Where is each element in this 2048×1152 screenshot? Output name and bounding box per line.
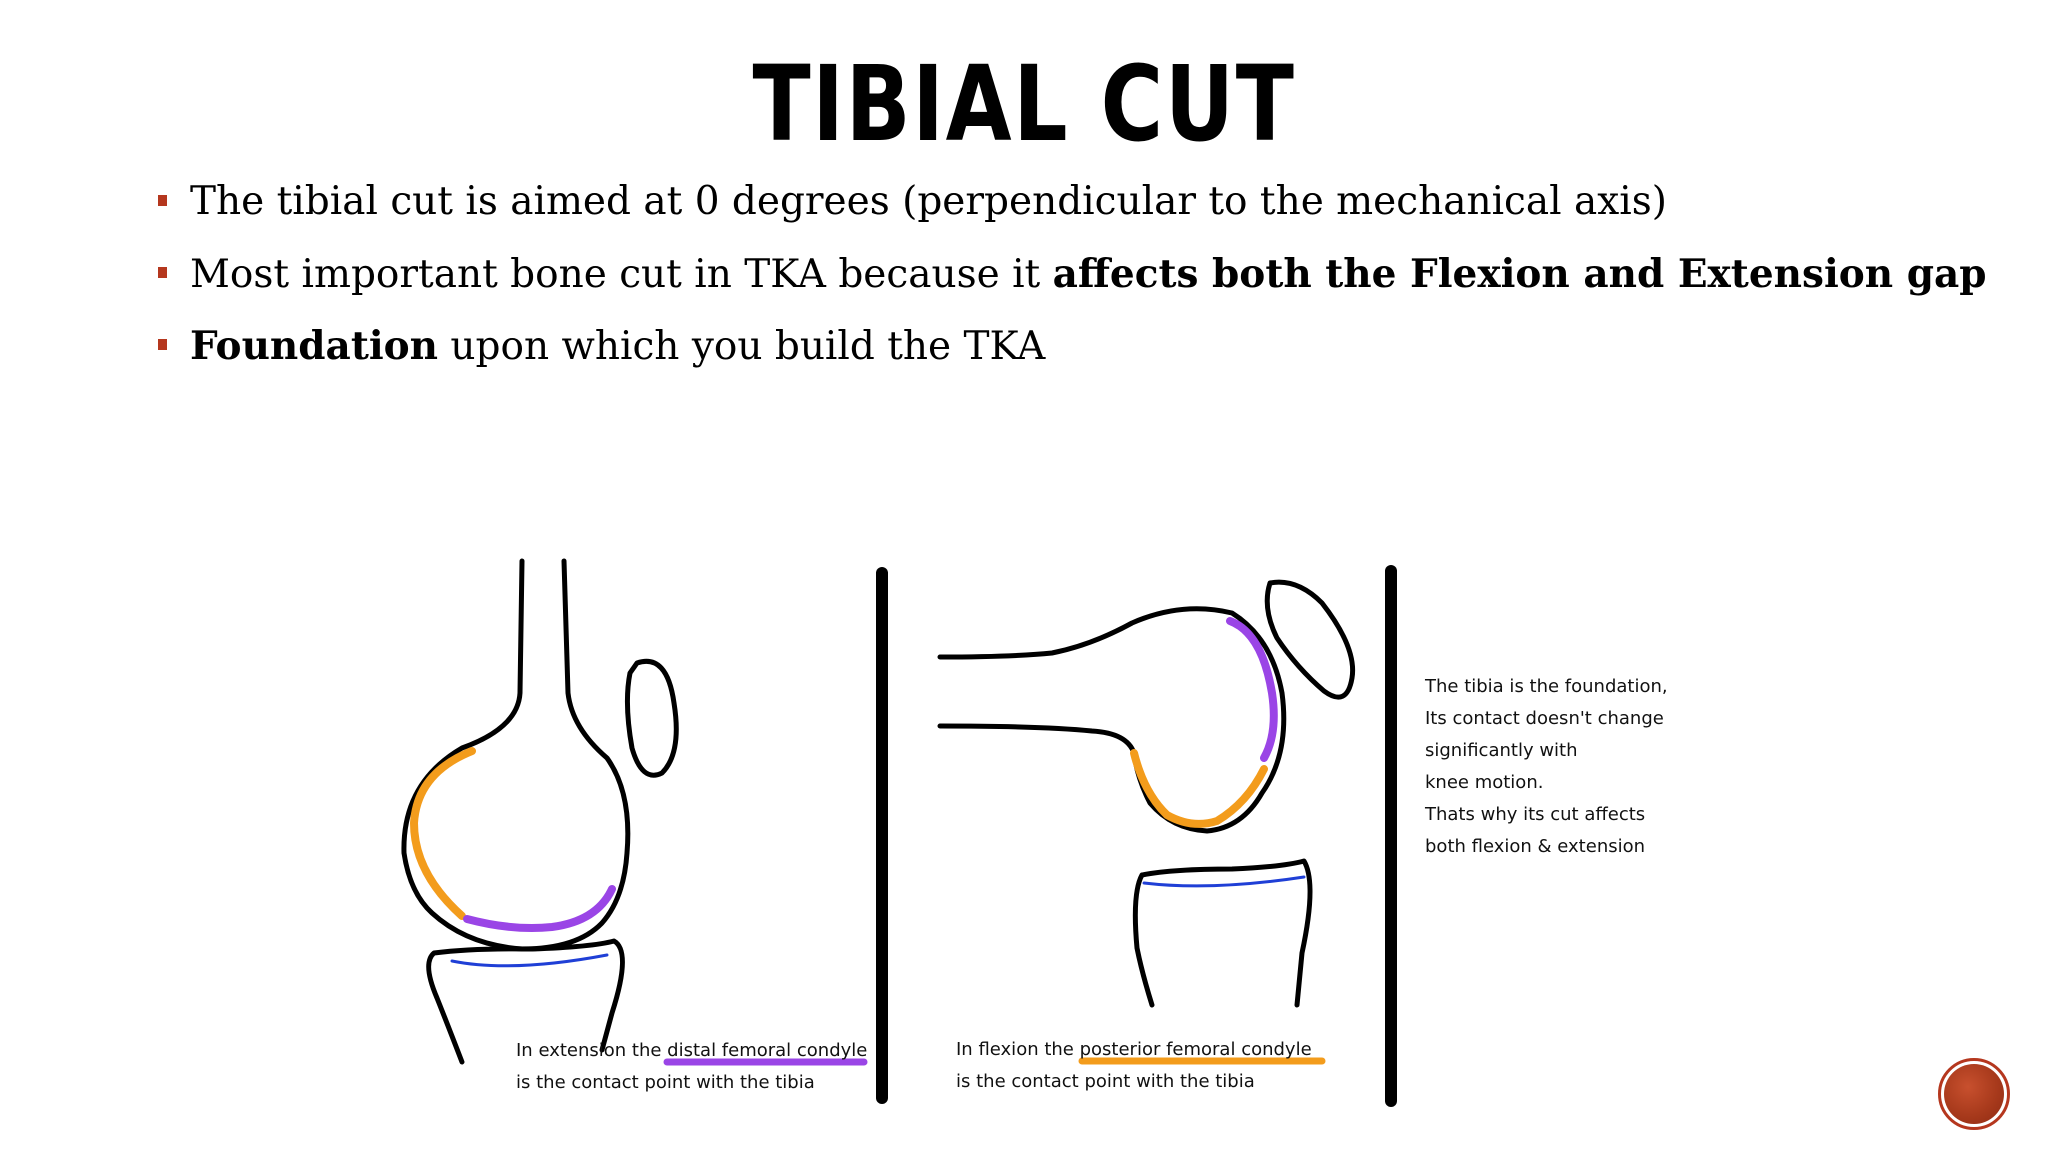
extension-patella-outline — [627, 661, 676, 775]
side-note-line: Its contact doesn't change — [1425, 703, 1668, 735]
slide-title: TIBIAL CUT — [184, 52, 1863, 156]
flexion-tibial-surface — [1144, 877, 1304, 886]
bullet-text-segment: The tibial cut is aimed at 0 degrees (pe… — [190, 179, 1667, 224]
extension-caption-prefix: In extension the — [516, 1040, 667, 1061]
bullet-square-icon — [158, 339, 167, 350]
extension-tibial-surface — [452, 955, 607, 966]
flexion-caption-highlight: posterior femoral condyle — [1080, 1039, 1312, 1060]
extension-caption-line1: In extension the distal femoral condyle — [516, 1035, 867, 1067]
extension-caption: In extension the distal femoral condyle … — [516, 1035, 867, 1099]
side-note-line: Thats why its cut affects — [1425, 799, 1668, 831]
bullet-square-icon — [158, 267, 167, 278]
flexion-caption-line2: is the contact point with the tibia — [956, 1066, 1312, 1098]
flexion-caption-line1: In flexion the posterior femoral condyle — [956, 1034, 1312, 1066]
flexion-distal-condyle — [1230, 621, 1274, 758]
extension-caption-line2: is the contact point with the tibia — [516, 1067, 867, 1099]
extension-anterior-condyle — [414, 751, 472, 916]
flexion-caption-prefix: In flexion the — [956, 1039, 1080, 1060]
bullet-square-icon — [158, 195, 167, 206]
circle-button-icon — [1944, 1064, 2004, 1124]
bullet-text-bold: affects both the Flexion and Extension g… — [1053, 251, 1987, 297]
knee-diagram: In extension the distal femoral condyle … — [392, 553, 1664, 1128]
side-note-line: The tibia is the foundation, — [1425, 671, 1668, 703]
slide-nav-button[interactable] — [1938, 1058, 2010, 1130]
bullet-text-segment: upon which you build the TKA — [438, 324, 1045, 369]
bullet-text: Most important bone cut in TKA because i… — [190, 250, 1987, 299]
side-note-line: knee motion. — [1425, 767, 1668, 799]
side-note-line: both flexion & extension — [1425, 831, 1668, 863]
bullet-text-bold: Foundation — [190, 323, 438, 369]
flexion-femur-outline — [940, 609, 1284, 831]
flexion-tibia-outline — [1135, 861, 1310, 1005]
bullet-text: Foundation upon which you build the TKA — [190, 322, 1045, 371]
side-note: The tibia is the foundation, Its contact… — [1425, 671, 1668, 863]
extension-caption-highlight: distal femoral condyle — [667, 1040, 867, 1061]
side-note-line: significantly with — [1425, 735, 1668, 767]
extension-distal-condyle — [467, 889, 612, 928]
flexion-caption: In flexion the posterior femoral condyle… — [956, 1034, 1312, 1098]
bullet-text: The tibial cut is aimed at 0 degrees (pe… — [190, 178, 1667, 226]
bullet-text-segment: Most important bone cut in TKA because i… — [190, 252, 1053, 297]
